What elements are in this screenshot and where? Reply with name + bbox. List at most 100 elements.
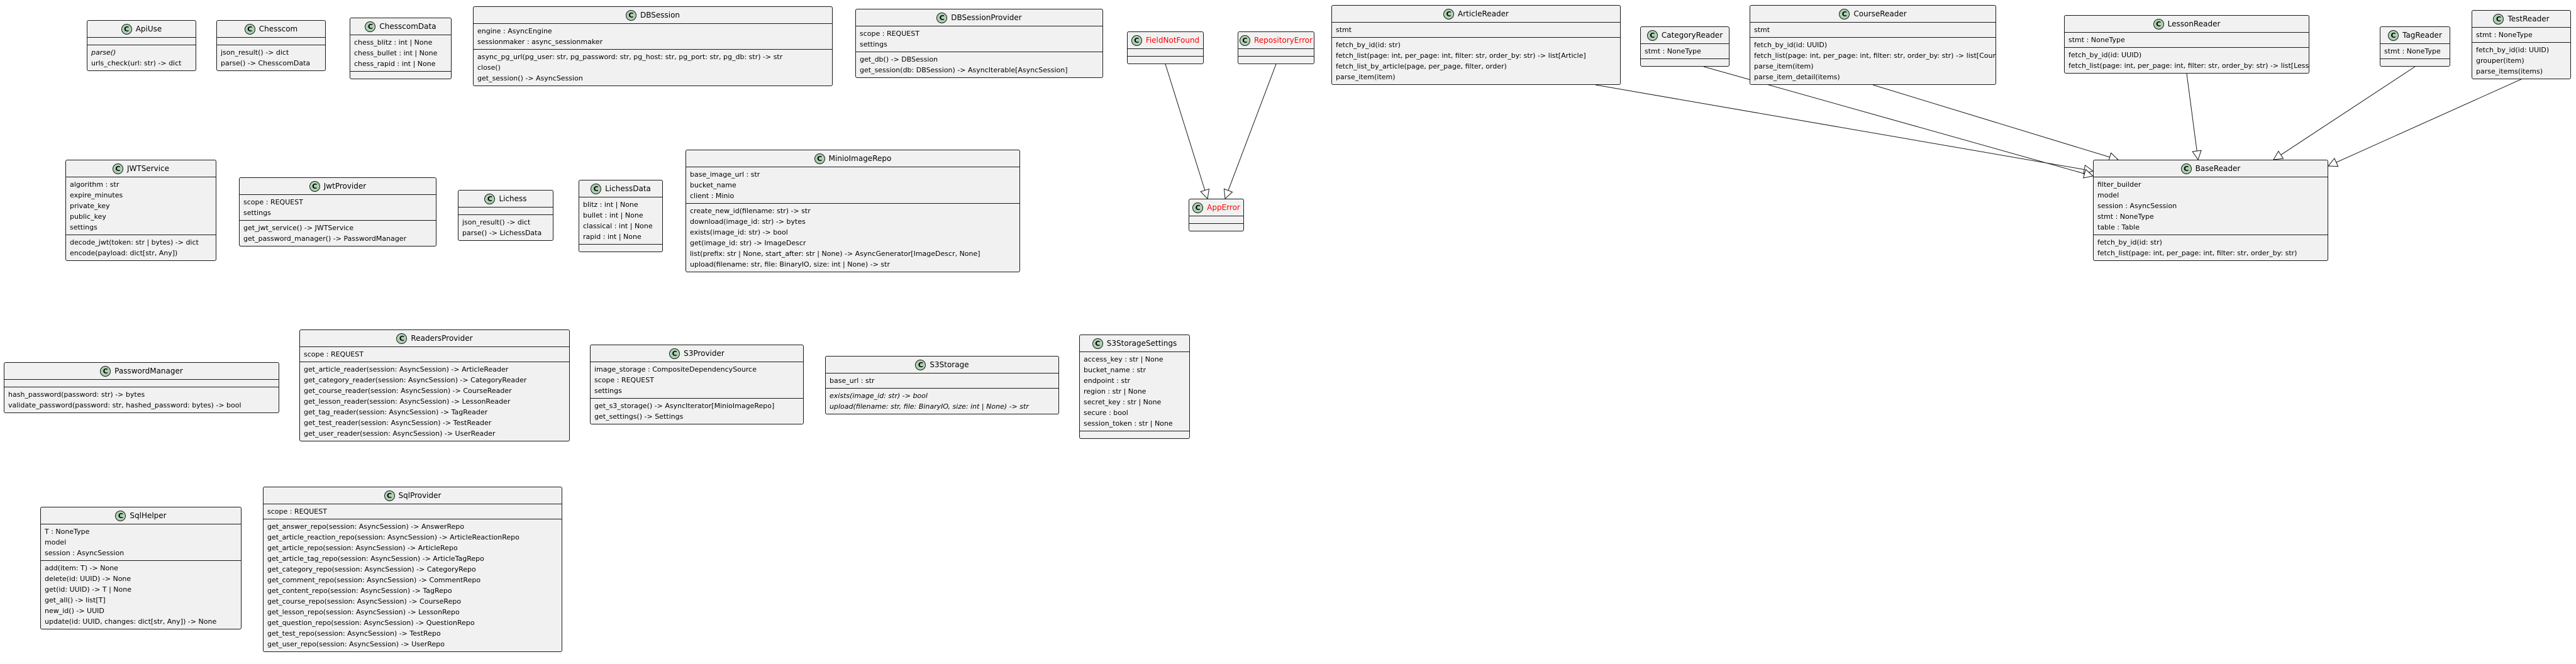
method: fetch_list(page: int, per_page: int, fil… [2097,249,2297,257]
class-methods: fetch_by_id(id: UUID)grouper(item)parse_… [2472,43,2570,79]
field: base_image_url : str [690,170,760,179]
method: get_comment_repo(session: AsyncSession) … [267,576,481,584]
method: fetch_list(page: int, per_page: int, fil… [1336,52,1586,60]
method: get_category_repo(session: AsyncSession)… [267,565,476,573]
class-fields: stmt : NoneType [2472,28,2570,43]
class-stereotype-icon: C [814,153,825,164]
class-stereotype-icon: C [121,23,132,35]
class-name: CategoryReader [1661,30,1723,40]
field: algorithm : str [70,180,119,189]
method: decode_jwt(token: str | bytes) -> dict [70,238,199,246]
class-name: TestReader [2507,14,2550,23]
method: parse_item(item) [1336,73,1396,81]
field: scope : REQUEST [860,30,919,38]
field: chess_bullet : int | None [354,49,438,57]
class-fields: stmt : NoneType [2380,44,2450,59]
method: update(id: UUID, changes: dict[str, Any]… [45,617,217,626]
method: get_settings() -> Settings [594,412,684,421]
class-name: TagReader [2402,30,2442,40]
inheritance-line [1165,64,1206,191]
method: get_article_reader(session: AsyncSession… [304,365,509,374]
method: get_lesson_reader(session: AsyncSession)… [304,397,511,406]
class-fields: stmt : NoneType [2065,33,2309,48]
method: get_password_manager() -> PasswordManage… [243,235,407,243]
field: stmt : NoneType [1645,47,1701,55]
class-name: AppError [1207,202,1240,212]
class-stereotype-icon: C [384,490,395,501]
class-name: S3StorageSettings [1106,338,1177,348]
field: settings [70,223,97,231]
method: get_lesson_repo(session: AsyncSession) -… [267,608,460,616]
method: parse() -> ChesscomData [221,59,311,67]
method: fetch_by_id(id: UUID) [2068,51,2142,59]
field: sessionmaker : async_sessionmaker [477,38,603,46]
class-stereotype-icon: C [936,12,948,23]
field: session_token : str | None [1084,419,1173,428]
class-stereotype-icon: C [2388,30,2399,41]
class-name: S3Provider [684,348,724,358]
field: scope : REQUEST [267,507,327,516]
field: table : Table [2097,223,2140,231]
class-methods: parse()urls_check(url: str) -> dict [87,45,196,70]
class-stereotype-icon: C [915,359,926,370]
inheritance-arrowhead [1223,188,1233,200]
class-fields: stmt [1332,23,1620,38]
method: fetch_list(page: int, per_page: int, fil… [2068,62,2309,70]
inheritance-line [2186,73,2197,152]
inheritance-arrowhead [2082,169,2094,179]
inheritance-line [2336,79,2522,163]
class-fields [1189,216,1243,224]
field: base_url : str [830,377,875,385]
class-stereotype-icon: C [244,23,255,35]
class-name: CourseReader [1853,9,1907,18]
method: urls_check(url: str) -> dict [91,59,182,67]
class-name: SqlHelper [130,511,167,520]
method: parse_item(item) [1754,62,1814,70]
class-stereotype-icon: C [2493,13,2504,25]
class-fields: stmt : NoneType [1641,44,1729,59]
class-stereotype-icon: C [2153,18,2164,30]
class-name: ChesscomData [379,21,436,31]
class-name: ReadersProvider [411,333,473,343]
inheritance-line [1228,64,1277,191]
class-methods [1080,431,1189,438]
field: region : str | None [1084,387,1146,396]
method: get(image_id: str) -> ImageDescr [690,239,806,247]
method: exists(image_id: str) -> bool [830,392,928,400]
field: private_key [70,202,110,210]
method: get_test_repo(session: AsyncSession) -> … [267,629,441,638]
class-methods [1238,57,1314,64]
field: T : NoneType [45,528,90,536]
field: settings [243,209,271,217]
field: secure : bool [1084,409,1128,417]
